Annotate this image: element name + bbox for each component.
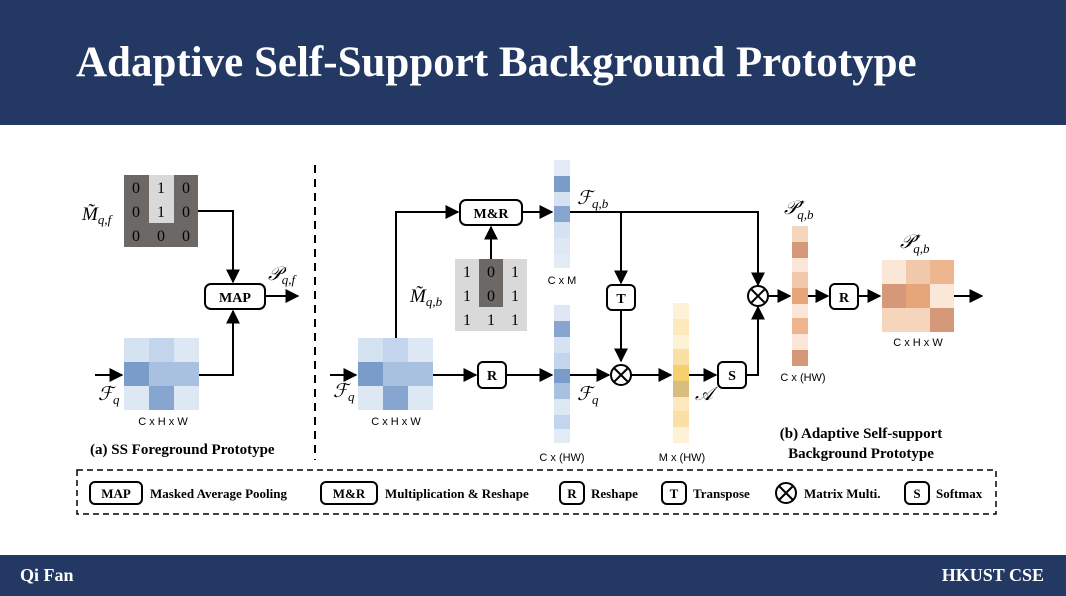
- svg-text:R: R: [839, 291, 850, 306]
- legend: MAP Masked Average Pooling M&R Multiplic…: [89, 481, 983, 505]
- caption-b-line2: Background Prototype: [788, 446, 934, 462]
- mask-qf-cell: 0: [157, 228, 165, 245]
- legend-symbol: MAP: [101, 486, 131, 501]
- legend-mr: M&R Multiplication & Reshape: [320, 481, 529, 505]
- a-vector: [673, 303, 689, 443]
- output-grid: [882, 260, 954, 332]
- legend-text: Reshape: [591, 486, 638, 501]
- pqf-label: 𝒫q,f: [268, 264, 297, 287]
- legend-t: T Transpose: [661, 481, 750, 505]
- out-dim: C x H x W: [893, 337, 943, 349]
- mask-qf: 0 1 0 0 1 0 0 0 0: [124, 175, 198, 247]
- organization-name: HKUST CSE: [941, 565, 1044, 585]
- arrow-mask-to-map: [198, 210, 240, 284]
- mask-qf-cell: 0: [182, 180, 190, 197]
- a-label: 𝒜: [695, 384, 719, 405]
- fq-vec-label: ℱq: [577, 384, 599, 407]
- legend-r: R Reshape: [559, 481, 638, 505]
- mask-qb-cell: 1: [463, 264, 471, 281]
- legend-mult: Matrix Multi.: [775, 482, 881, 504]
- legend-text: Softmax: [936, 486, 983, 501]
- r-box: R: [477, 361, 507, 389]
- fq-right-label: ℱq: [333, 381, 355, 404]
- arrow-fq-to-mr: [395, 205, 460, 338]
- caption-b-line1: (b) Adaptive Self-support: [780, 426, 943, 442]
- fq-left-label: ℱq: [98, 384, 120, 407]
- legend-text: Multiplication & Reshape: [385, 486, 529, 501]
- arrow-fq-to-map: [199, 309, 240, 376]
- s-box: S: [717, 361, 747, 389]
- fq-vec-dim: C x (HW): [539, 452, 584, 464]
- a-dim: M x (HW): [659, 452, 705, 464]
- mask-qb-cell: 1: [511, 264, 519, 281]
- mask-qf-label: M̃q,f: [81, 204, 114, 227]
- mask-qb-cell: 0: [487, 288, 495, 305]
- fq-left-dim: C x H x W: [138, 416, 188, 428]
- legend-text: Transpose: [693, 486, 750, 501]
- fq-vector: [554, 305, 570, 443]
- fqb-dim: C x M: [548, 275, 577, 287]
- mask-qb-cell: 1: [463, 288, 471, 305]
- pstar-dim: C x (HW): [780, 372, 825, 384]
- fqb-label: ℱq,b: [577, 188, 609, 211]
- title-bar: Adaptive Self-Support Background Prototy…: [0, 0, 1066, 125]
- author-name: Qi Fan: [20, 565, 74, 585]
- mask-qf-values: 0 1 0 0 1 0 0 0 0: [132, 180, 190, 245]
- mask-qb-cell: 1: [511, 288, 519, 305]
- caption-a: (a) SS Foreground Prototype: [90, 442, 275, 458]
- mask-qb-cell: 1: [511, 312, 519, 329]
- legend-text: Masked Average Pooling: [150, 486, 287, 501]
- slide-title: Adaptive Self-Support Background Prototy…: [76, 39, 917, 86]
- mask-qf-cell: 1: [157, 204, 165, 221]
- fqb-vector: [554, 160, 570, 268]
- legend-s: S Softmax: [904, 481, 983, 505]
- svg-text:MAP: MAP: [219, 291, 251, 306]
- mask-qb-label: M̃q,b: [409, 286, 443, 309]
- legend-symbol: R: [567, 486, 577, 501]
- legend-symbol: S: [913, 486, 920, 501]
- mask-qf-cell: 0: [132, 228, 140, 245]
- legend-symbol: M&R: [333, 486, 366, 501]
- svg-text:T: T: [616, 292, 626, 307]
- legend-text: Matrix Multi.: [804, 486, 881, 501]
- mask-qf-cell: 1: [157, 180, 165, 197]
- svg-text:S: S: [728, 369, 736, 384]
- footer-bar: Qi Fan HKUST CSE: [0, 555, 1066, 596]
- arrow-s-to-mult2: [746, 305, 765, 376]
- mask-qf-cell: 0: [132, 204, 140, 221]
- svg-text:M&R: M&R: [474, 207, 510, 222]
- architecture-diagram: 0 1 0 0 1 0 0 0 0 M̃q,f MAP 𝒫q,f ℱq C x …: [76, 160, 997, 515]
- pstar-vector: [792, 226, 808, 366]
- mr-box: M&R: [459, 199, 523, 226]
- legend-symbol: T: [670, 486, 679, 501]
- fq-right-dim: C x H x W: [371, 416, 421, 428]
- r2-box: R: [829, 283, 859, 310]
- mask-qb-cell: 0: [487, 264, 495, 281]
- mask-qb: 1 0 1 1 0 1 1 1 1: [455, 259, 527, 331]
- out-label: 𝒫⋆q,b: [900, 229, 930, 256]
- legend-box: [76, 469, 997, 515]
- mask-qb-cell: 1: [463, 312, 471, 329]
- legend-map: MAP Masked Average Pooling: [89, 481, 287, 505]
- matrix-mult-1: [610, 364, 632, 386]
- mask-qf-cell: 0: [182, 204, 190, 221]
- t-box: T: [606, 284, 636, 311]
- matrix-mult-2: [747, 285, 769, 307]
- mask-qf-cell: 0: [182, 228, 190, 245]
- svg-text:R: R: [487, 369, 498, 384]
- feature-grid-right: [358, 338, 433, 410]
- pstar-label: 𝒫⋆q,b: [784, 195, 814, 222]
- feature-grid-left: [124, 338, 199, 410]
- mask-qb-cell: 1: [487, 312, 495, 329]
- arrow-fqb-to-mult2: [570, 211, 765, 287]
- map-box: MAP: [204, 283, 266, 310]
- mask-qf-cell: 0: [132, 180, 140, 197]
